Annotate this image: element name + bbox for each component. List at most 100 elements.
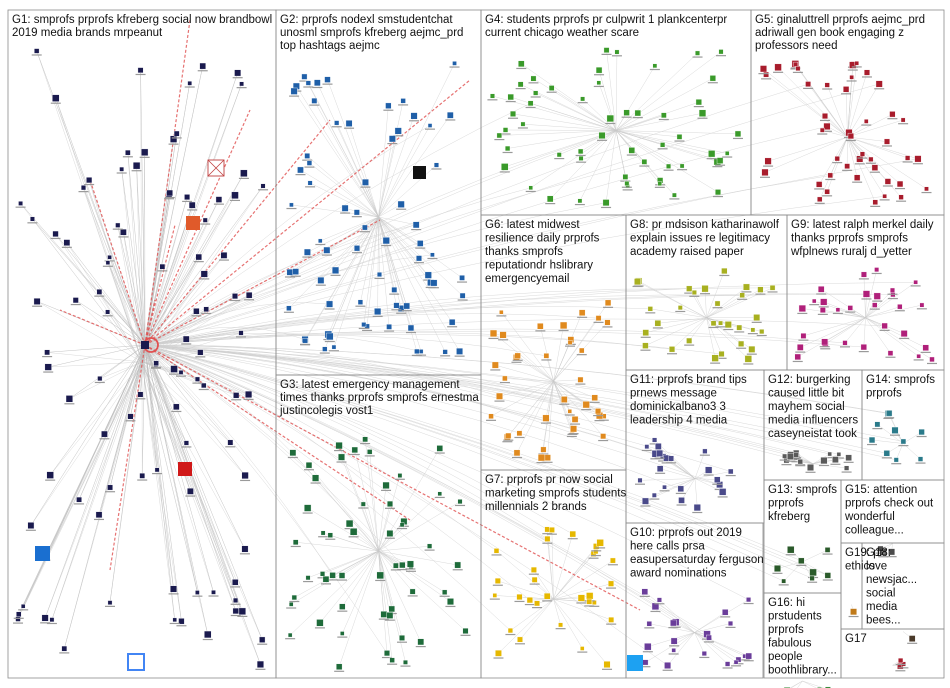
- edge: [645, 317, 707, 346]
- node-caption: [839, 346, 850, 348]
- node-g2: [334, 120, 340, 126]
- node-g1: [227, 439, 234, 446]
- edge: [378, 115, 415, 218]
- edge: [144, 333, 722, 355]
- node-caption: [567, 538, 578, 540]
- edge: [645, 478, 696, 502]
- node-caption: [317, 577, 328, 579]
- node-caption: [168, 593, 179, 595]
- edge: [322, 550, 379, 574]
- node-caption: [102, 265, 113, 267]
- group-label-g4: G4: students prprofs pr culpwrit 1 plank…: [485, 14, 727, 26]
- node-caption: [457, 299, 468, 301]
- edge: [605, 130, 617, 203]
- edge: [378, 550, 391, 616]
- edge: [55, 233, 143, 363]
- edge: [547, 381, 554, 458]
- node-caption: [31, 54, 42, 56]
- edge: [300, 169, 379, 218]
- node-caption: [511, 361, 522, 363]
- node-g9: [860, 344, 867, 351]
- node-g1: [178, 618, 185, 625]
- node-g1: [101, 430, 108, 438]
- node-caption: [763, 165, 774, 167]
- node-g4: [578, 155, 584, 161]
- node-g9: [847, 305, 853, 311]
- node-g8: [739, 292, 745, 298]
- edge: [507, 130, 617, 149]
- node-g13: [824, 572, 831, 579]
- edge: [844, 317, 866, 343]
- node-g9: [929, 356, 935, 363]
- edge: [144, 344, 797, 456]
- node-caption: [334, 449, 345, 452]
- node-caption: [157, 270, 168, 272]
- node-g1: [141, 148, 149, 156]
- node-g3: [305, 575, 311, 581]
- node-g5: [871, 164, 879, 171]
- edge: [378, 493, 440, 552]
- node-g1: [173, 130, 180, 137]
- edge: [580, 130, 617, 159]
- node-g3: [392, 562, 399, 569]
- node-caption: [372, 315, 383, 318]
- node-caption: [303, 469, 314, 471]
- edge: [645, 317, 707, 333]
- edge: [144, 161, 645, 346]
- node-caption: [496, 315, 507, 317]
- node-g2: [362, 224, 368, 231]
- group-label-g16: people: [768, 651, 803, 663]
- node-caption: [191, 315, 202, 317]
- edge: [144, 344, 497, 552]
- node-g6: [491, 361, 499, 369]
- edge: [694, 632, 705, 654]
- edge: [847, 119, 904, 138]
- node-caption: [916, 435, 927, 438]
- node-g4: [548, 85, 555, 91]
- node-caption: [360, 442, 371, 445]
- group-label-g13: G13: smprofs: [768, 484, 837, 496]
- node-caption: [515, 643, 526, 645]
- edge: [144, 125, 431, 346]
- node-caption: [576, 602, 587, 604]
- group-label-g13: kfreberg: [768, 511, 810, 523]
- edge: [140, 344, 146, 395]
- node-caption: [304, 166, 315, 168]
- node-caption: [692, 511, 703, 514]
- node-caption: [847, 69, 858, 71]
- node-caption: [359, 231, 370, 233]
- node-caption: [779, 459, 790, 461]
- group-label-g16: boothlibrary...: [768, 665, 837, 677]
- node-caption: [195, 356, 206, 358]
- edge: [706, 317, 716, 359]
- edge: [865, 290, 893, 318]
- edge: [378, 550, 411, 565]
- node-g7: [569, 530, 576, 538]
- node-g2: [307, 180, 313, 186]
- node-caption: [712, 166, 723, 168]
- hub-edge: [144, 344, 411, 521]
- node-g3: [382, 481, 390, 489]
- node-g1: [232, 607, 239, 615]
- node-caption: [176, 375, 187, 377]
- node-caption: [715, 164, 726, 166]
- node-caption: [289, 95, 300, 97]
- node-caption: [603, 306, 614, 308]
- node-caption: [169, 373, 180, 375]
- node-g9: [812, 298, 817, 304]
- edge: [553, 534, 573, 600]
- node-g10: [642, 659, 649, 666]
- node-g5: [884, 178, 892, 185]
- node-g2: [290, 87, 298, 95]
- edge: [516, 381, 554, 453]
- node-caption: [747, 333, 758, 335]
- node-caption: [546, 533, 557, 535]
- group-label-g5: G5: ginaluttrell prprofs aejmc_prd: [755, 14, 925, 26]
- edge: [865, 293, 867, 318]
- edge: [657, 317, 707, 324]
- node-g2: [306, 160, 313, 166]
- node-caption: [243, 398, 254, 401]
- node-g19: [850, 608, 857, 616]
- node-g14: [874, 421, 881, 428]
- node-caption: [634, 483, 645, 485]
